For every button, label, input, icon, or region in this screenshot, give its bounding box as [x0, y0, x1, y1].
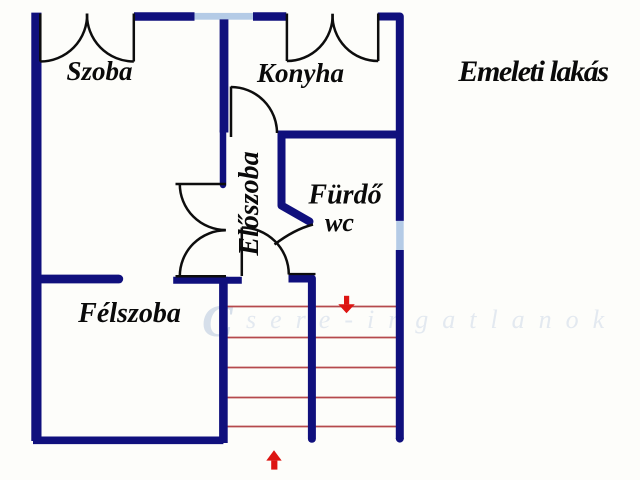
svg-text:sere-ingatlanok: sere-ingatlanok: [246, 305, 618, 334]
svg-text:Félszoba: Félszoba: [77, 298, 181, 329]
svg-text:Előszoba: Előszoba: [234, 151, 265, 256]
svg-text:Fürdő: Fürdő: [307, 180, 383, 211]
svg-text:Emeleti lakás: Emeleti lakás: [457, 55, 608, 88]
svg-text:Konyha: Konyha: [256, 58, 344, 88]
svg-text:Szoba: Szoba: [66, 56, 132, 86]
svg-text:wc: wc: [325, 208, 354, 237]
